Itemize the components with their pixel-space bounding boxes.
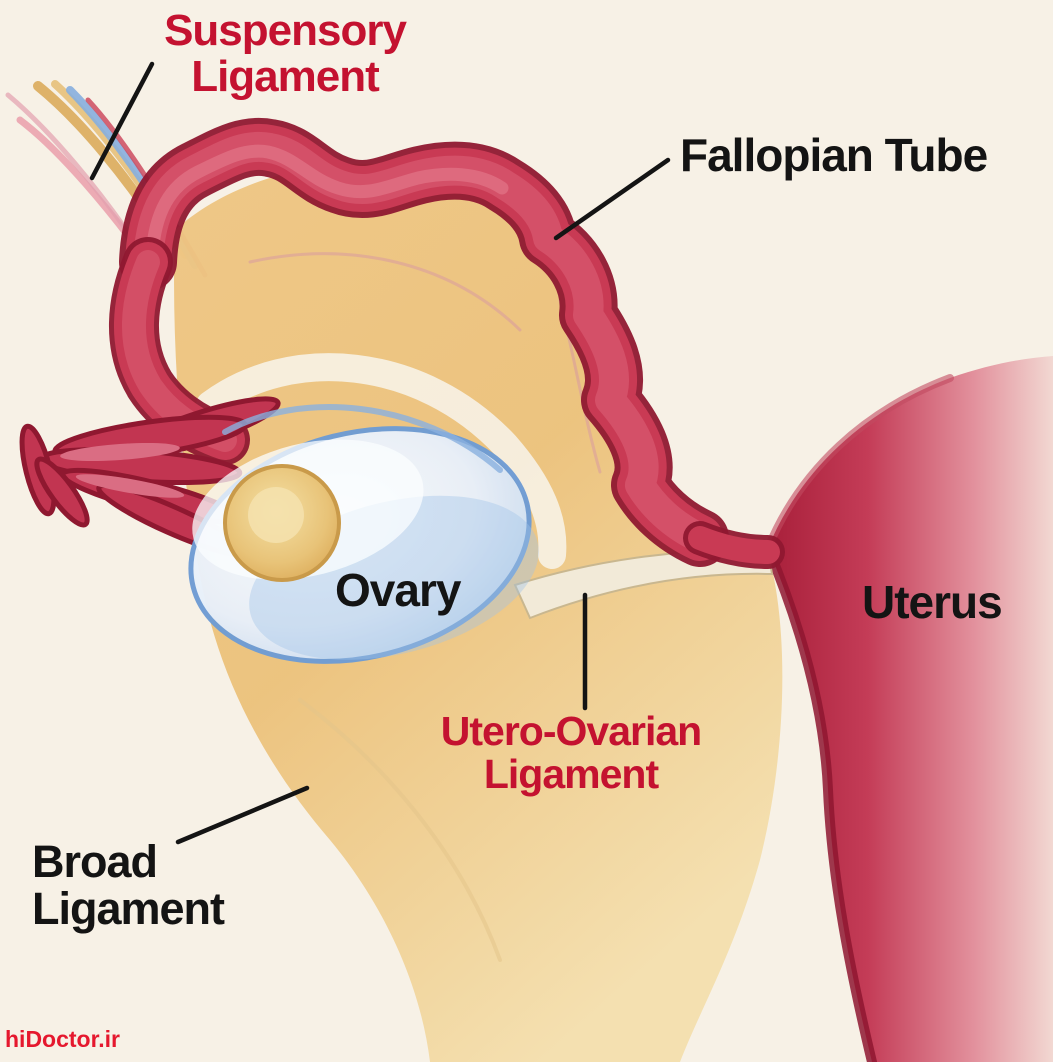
uterus-mass [763, 356, 1053, 1062]
ovary-sketch-line [222, 404, 503, 473]
ovarian-follicle [223, 464, 341, 582]
mesovarium-band [196, 353, 567, 569]
label-ovary: Ovary [335, 564, 461, 616]
watermark-hidoctor: hiDoctor.ir [5, 1026, 121, 1052]
leader-fallopian-tube [553, 157, 671, 241]
label-broad-ligament: Broad Ligament [32, 836, 225, 935]
label-suspensory-ligament: Suspensory Ligament [164, 6, 407, 102]
label-uterus: Uterus [862, 576, 1003, 628]
label-utero-ovarian-ligament: Utero-Ovarian Ligament [440, 708, 702, 798]
label-fallopian-tube: Fallopian Tube [680, 129, 988, 181]
leader-suspensory-ligament [89, 61, 155, 181]
leader-lines [89, 61, 671, 845]
leader-broad-ligament [175, 785, 310, 845]
